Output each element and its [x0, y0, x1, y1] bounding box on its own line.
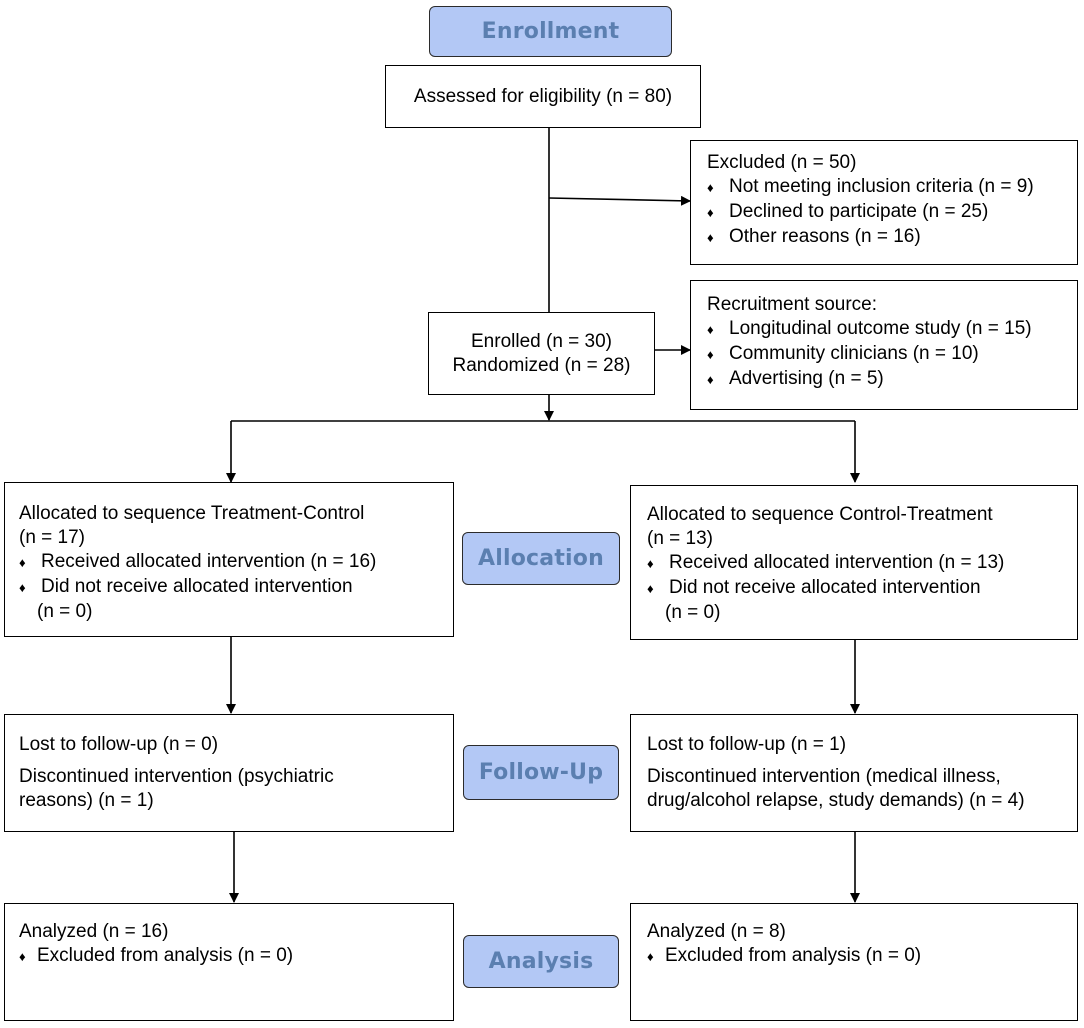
stage-follow-up: Follow-Up: [463, 745, 619, 800]
diamond-icon: ♦: [707, 347, 714, 362]
enrolled-text: Enrolled (n = 30): [471, 330, 612, 352]
right-allocation-item: ♦ Did not receive allocated intervention: [647, 576, 1077, 601]
enrolled-box: Enrolled (n = 30) Randomized (n = 28): [428, 312, 655, 395]
diamond-icon: ♦: [707, 205, 714, 220]
excluded-title: Excluded (n = 50): [707, 152, 857, 173]
diamond-icon: ♦: [19, 555, 26, 570]
right-received-text: Received allocated intervention (n = 13): [669, 552, 1005, 573]
right-analyzed-text: Analyzed (n = 8): [647, 921, 786, 942]
stage-enrollment: Enrollment: [429, 6, 672, 57]
excluded-item: ♦ Not meeting inclusion criteria (n = 9): [707, 175, 1077, 200]
right-allocation-title: Allocated to sequence Control-Treatment: [647, 504, 993, 525]
left-analysis-box: Analyzed (n = 16) ♦ Excluded from analys…: [4, 903, 454, 1021]
left-followup-box: Lost to follow-up (n = 0) Discontinued i…: [4, 714, 454, 832]
excluded-item-text: Other reasons (n = 16): [729, 226, 921, 247]
diamond-icon: ♦: [707, 230, 714, 245]
right-allocation-item: ♦ Received allocated intervention (n = 1…: [647, 551, 1077, 576]
right-not-received-count: (n = 0): [665, 602, 721, 623]
left-allocation-item: ♦ Received allocated intervention (n = 1…: [19, 550, 453, 575]
diamond-icon: ♦: [19, 949, 26, 964]
left-allocation-title: Allocated to sequence Treatment-Control: [19, 503, 365, 524]
randomized-text: Randomized (n = 28): [452, 354, 631, 376]
left-lost-text: Lost to follow-up (n = 0): [19, 734, 219, 755]
recruitment-item-text: Community clinicians (n = 10): [729, 343, 979, 364]
assessed-text: Assessed for eligibility (n = 80): [413, 85, 673, 107]
right-lost-text: Lost to follow-up (n = 1): [647, 734, 847, 755]
right-analysis-item: ♦ Excluded from analysis (n = 0): [647, 944, 1077, 969]
stage-allocation: Allocation: [462, 532, 620, 585]
left-excluded-analysis-text: Excluded from analysis (n = 0): [37, 945, 294, 966]
right-discontinued-line1: Discontinued intervention (medical illne…: [647, 766, 1001, 787]
excluded-item-text: Declined to participate (n = 25): [729, 201, 989, 222]
diamond-icon: ♦: [647, 581, 654, 596]
diamond-icon: ♦: [707, 180, 714, 195]
left-discontinued-line1: Discontinued intervention (psychiatric: [19, 766, 334, 787]
recruitment-item-text: Longitudinal outcome study (n = 15): [729, 318, 1032, 339]
recruitment-item: ♦ Community clinicians (n = 10): [707, 342, 1077, 367]
left-discontinued-line2: reasons) (n = 1): [19, 790, 154, 811]
assessed-box: Assessed for eligibility (n = 80): [385, 65, 701, 128]
left-allocation-count: (n = 17): [19, 527, 86, 548]
excluded-box: Excluded (n = 50) ♦ Not meeting inclusio…: [690, 140, 1078, 265]
recruitment-item: ♦ Longitudinal outcome study (n = 15): [707, 317, 1077, 342]
excluded-item: ♦ Other reasons (n = 16): [707, 225, 1077, 250]
right-discontinued-line2: drug/alcohol relapse, study demands) (n …: [647, 790, 1025, 811]
recruitment-item-text: Advertising (n = 5): [729, 368, 884, 389]
left-allocation-item: ♦ Did not receive allocated intervention: [19, 575, 453, 600]
left-analysis-item: ♦ Excluded from analysis (n = 0): [19, 944, 453, 969]
right-followup-box: Lost to follow-up (n = 1) Discontinued i…: [630, 714, 1078, 832]
diamond-icon: ♦: [707, 322, 714, 337]
excluded-item: ♦ Declined to participate (n = 25): [707, 200, 1077, 225]
recruitment-title: Recruitment source:: [707, 294, 878, 315]
diamond-icon: ♦: [647, 556, 654, 571]
diamond-icon: ♦: [707, 372, 714, 387]
diamond-icon: ♦: [19, 580, 26, 595]
arrow-to-excluded: [548, 195, 691, 206]
left-received-text: Received allocated intervention (n = 16): [41, 551, 377, 572]
stage-analysis: Analysis: [463, 935, 619, 988]
right-allocation-count: (n = 13): [647, 528, 714, 549]
left-not-received-count: (n = 0): [37, 601, 93, 622]
right-excluded-analysis-text: Excluded from analysis (n = 0): [665, 945, 922, 966]
recruitment-box: Recruitment source: ♦ Longitudinal outco…: [690, 280, 1078, 410]
right-allocation-box: Allocated to sequence Control-Treatment …: [630, 485, 1078, 640]
diamond-icon: ♦: [647, 949, 654, 964]
right-not-received-text: Did not receive allocated intervention: [669, 577, 981, 598]
left-not-received-text: Did not receive allocated intervention: [41, 576, 353, 597]
left-analyzed-text: Analyzed (n = 16): [19, 921, 169, 942]
recruitment-item: ♦ Advertising (n = 5): [707, 367, 1077, 392]
right-analysis-box: Analyzed (n = 8) ♦ Excluded from analysi…: [630, 903, 1078, 1021]
left-allocation-box: Allocated to sequence Treatment-Control …: [4, 482, 454, 637]
excluded-item-text: Not meeting inclusion criteria (n = 9): [729, 176, 1034, 197]
